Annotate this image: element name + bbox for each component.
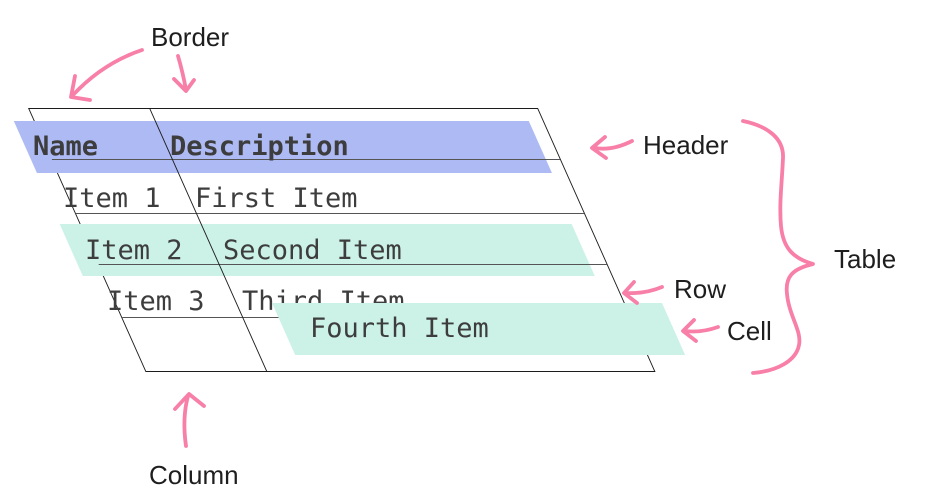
column-arrow-head <box>173 392 206 411</box>
cell-item-2: Item 2 <box>85 235 183 266</box>
cell-arrow <box>683 325 720 334</box>
cell-third-item: Third Item <box>242 286 405 317</box>
label-table: Table <box>834 244 897 274</box>
header-arrow-head <box>590 135 608 160</box>
label-border: Border <box>151 22 230 52</box>
border-arrow-left <box>71 48 144 97</box>
column-arrow <box>182 394 190 448</box>
header-cell-name: Name <box>33 131 99 162</box>
cell-fourth-item: Fourth Item <box>310 313 489 344</box>
header-cell-description: Description <box>170 131 349 162</box>
border-arrow-down-head <box>172 77 196 93</box>
row-arrow-head <box>622 280 639 305</box>
label-cell: Cell <box>727 316 772 346</box>
cell-second-item: Second Item <box>223 235 402 266</box>
label-row: Row <box>674 274 727 304</box>
cell-item-3: Item 3 <box>107 286 205 317</box>
label-column: Column <box>149 460 239 490</box>
border-arrow-left-head <box>69 74 92 102</box>
cell-item-1: Item 1 <box>63 183 161 214</box>
header-arrow <box>593 139 634 151</box>
cell-first-item: First Item <box>195 183 358 214</box>
border-arrow-down <box>176 54 188 92</box>
label-header: Header <box>643 130 729 160</box>
cell-arrow-head <box>681 318 698 343</box>
row-arrow <box>624 285 664 296</box>
